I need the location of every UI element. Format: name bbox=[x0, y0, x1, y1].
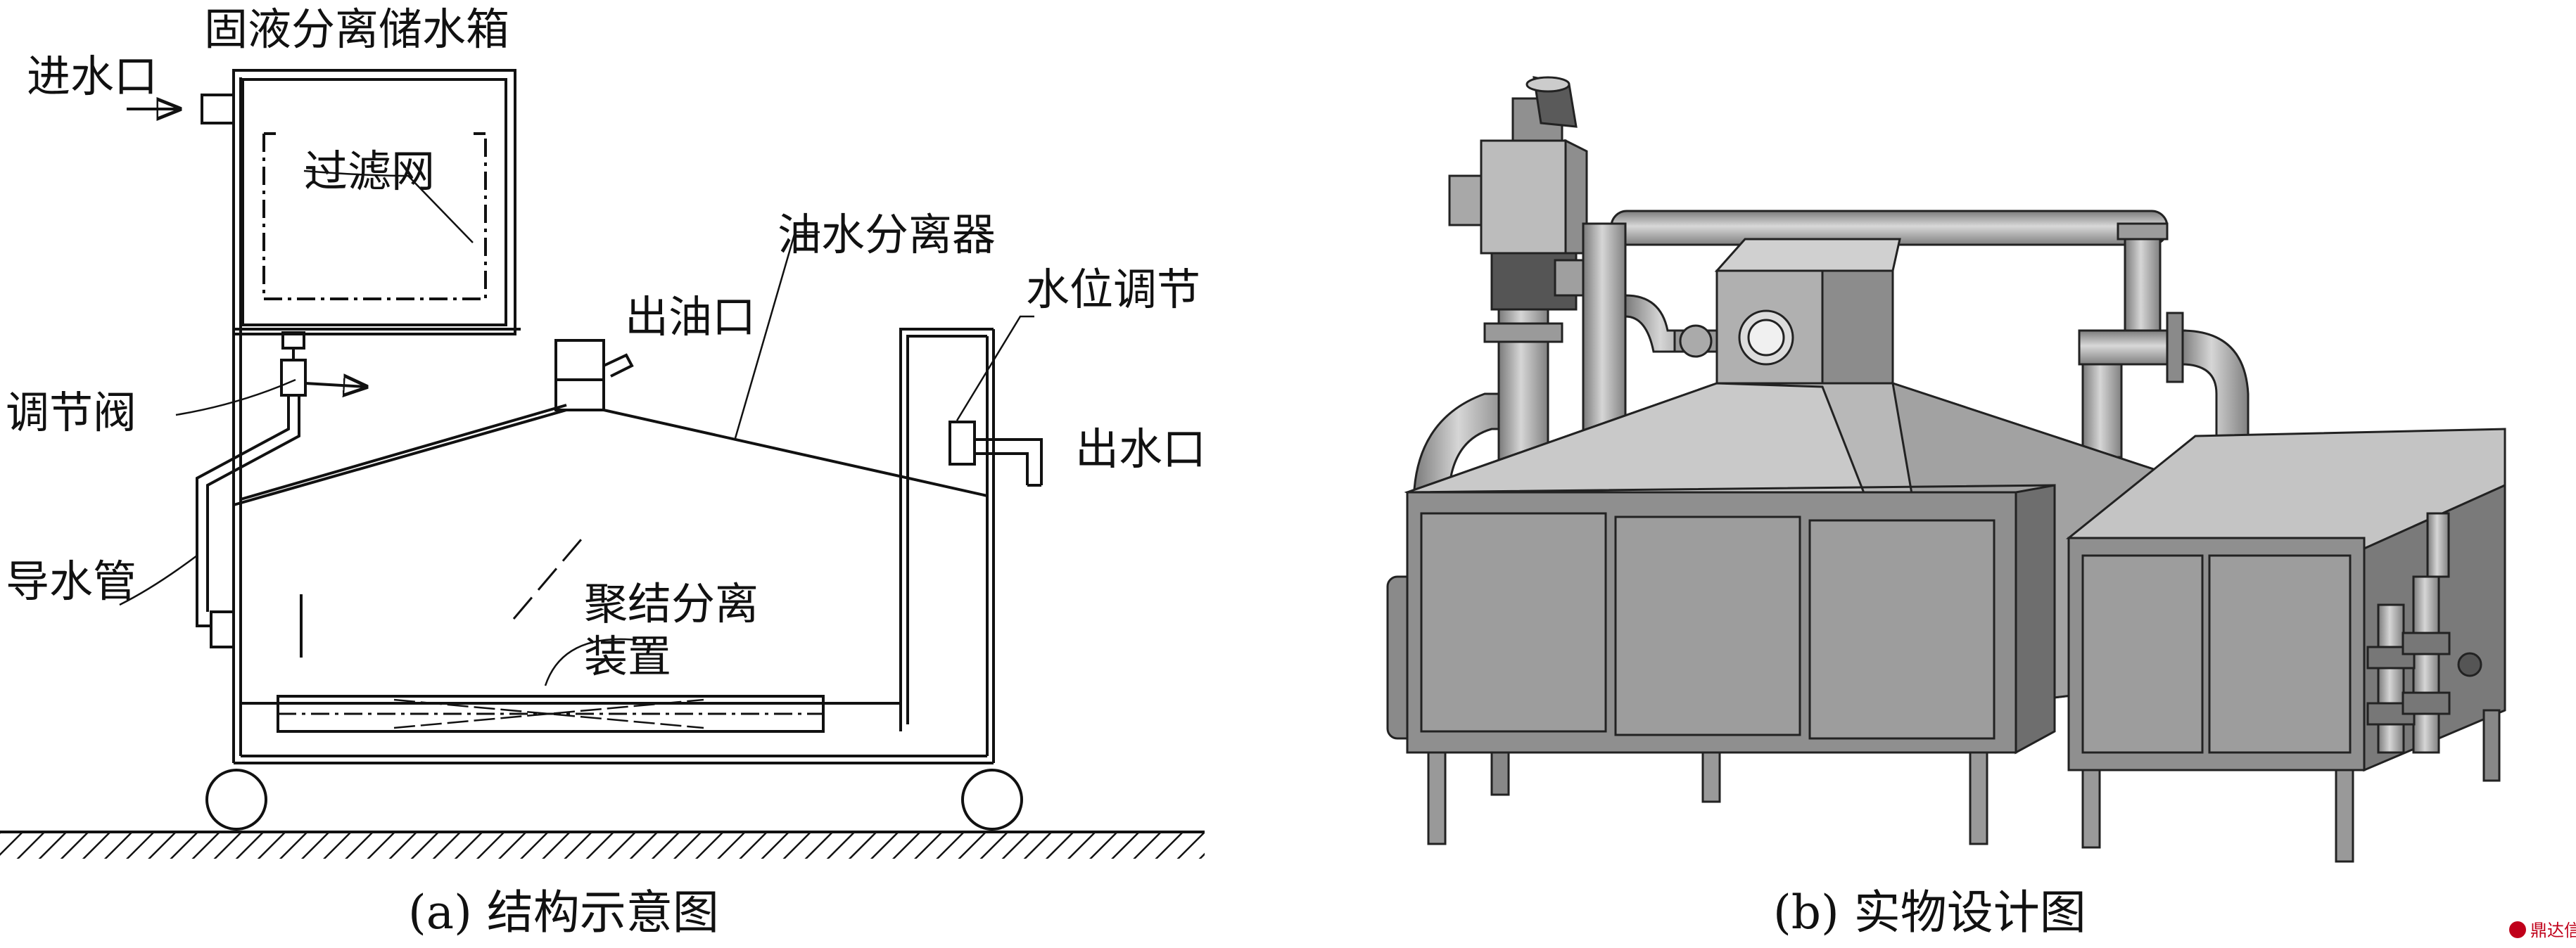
label-coalescing-2: 装置 bbox=[584, 631, 671, 682]
watermark-text: 鼎达信 bbox=[2530, 921, 2576, 940]
guide-pipe-connector bbox=[210, 610, 235, 648]
water-inlet-fitting bbox=[201, 94, 235, 124]
wheel-left bbox=[205, 769, 267, 831]
top-flange bbox=[2117, 222, 2169, 241]
label-water-level-adjust: 水位调节 bbox=[1026, 264, 1200, 315]
label-water-outlet: 出水口 bbox=[1075, 423, 1206, 475]
center-box bbox=[1673, 238, 1901, 392]
guide-pipe bbox=[196, 395, 300, 648]
wheel-right bbox=[961, 769, 1023, 831]
small-tank bbox=[2065, 428, 2506, 863]
label-guide-pipe: 导水管 bbox=[6, 556, 137, 607]
regulating-valve bbox=[280, 331, 366, 395]
label-filter-screen: 过滤网 bbox=[304, 146, 435, 197]
label-storage-tank: 固液分离储水箱 bbox=[204, 4, 509, 55]
watermark-logo: 鼎达信 bbox=[2509, 921, 2576, 940]
label-oil-water-separator: 油水分离器 bbox=[778, 209, 996, 260]
structure-schematic: 固液分离储水箱 进水口 过滤网 油水分离器 出油口 水位调节 调节阀 出水口 导… bbox=[0, 4, 1206, 859]
physical-design-render bbox=[1386, 76, 2506, 863]
oil-water-separator bbox=[233, 328, 1043, 733]
main-tank bbox=[1406, 484, 2056, 845]
water-outlet-fitting bbox=[948, 421, 976, 466]
caption-b: (b) 实物设计图 bbox=[1773, 885, 2086, 940]
label-regulating-valve: 调节阀 bbox=[6, 387, 137, 438]
caption-a: (a) 结构示意图 bbox=[408, 885, 719, 940]
right-elbow-pipe bbox=[2078, 312, 2250, 459]
storage-tank bbox=[127, 69, 521, 335]
pump-unit bbox=[1448, 76, 1704, 473]
side-valves bbox=[2366, 512, 2482, 754]
label-water-inlet: 进水口 bbox=[27, 51, 158, 102]
ground-hatch bbox=[0, 832, 1205, 859]
label-oil-outlet: 出油口 bbox=[625, 291, 756, 342]
label-coalescing-1: 聚结分离 bbox=[584, 578, 759, 629]
leader-lines bbox=[119, 169, 1034, 686]
filter-screen bbox=[262, 134, 487, 300]
oil-outlet-dome bbox=[554, 339, 605, 411]
